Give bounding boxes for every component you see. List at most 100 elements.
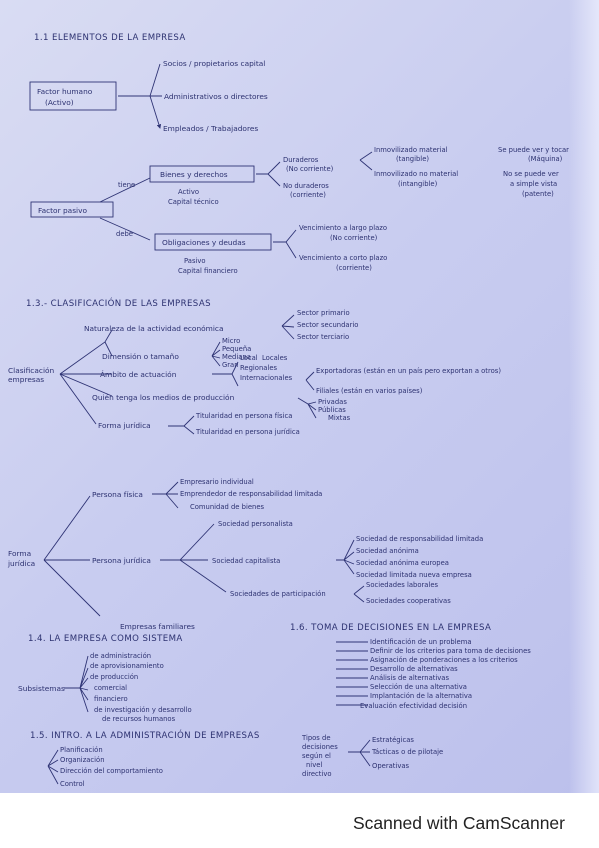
tit-fisica: Titularidad en persona física (195, 412, 292, 420)
step-1: Identificación de un problema (370, 638, 472, 646)
handwritten-notes: 1.1 ELEMENTOS DE LA EMPRESA Factor human… (7, 33, 569, 788)
tipos-1: Tipos de (301, 734, 331, 742)
venc-corto: Vencimiento a corto plazo (299, 254, 387, 262)
forma-juridica-1: Forma jurídica (98, 421, 151, 430)
factor-pasivo: Factor pasivo (38, 206, 87, 215)
step-8: Evaluación efectividad decisión (360, 702, 467, 710)
size-pequena: Pequeña (222, 345, 251, 353)
cap-item-1: Sociedad de responsabilidad limitada (356, 535, 483, 543)
tipo-estrategicas: Estratégicas (372, 736, 414, 744)
sub-2: de aprovisionamiento (90, 662, 164, 670)
adm-3: Dirección del comportamiento (60, 767, 163, 775)
inmov-material-ej: (Máquina) (528, 155, 563, 163)
sector-3: Sector terciario (297, 333, 349, 341)
duraderos: Duraderos (283, 156, 319, 164)
venc-largo: Vencimiento a largo plazo (299, 224, 387, 232)
med-publicas: Públicas (318, 406, 346, 414)
capital-tecnico: Capital técnico (168, 198, 219, 206)
step-6: Selección de una alternativa (370, 683, 467, 691)
factor-humano: Factor humano (37, 87, 93, 96)
amb-internacionales: Internacionales (240, 374, 293, 382)
exportadoras: Exportadoras (están en un país pero expo… (316, 367, 501, 375)
part-item-1: Sociedades laborales (366, 581, 439, 589)
inmov-no-material-desc-2: a simple vista (510, 180, 557, 188)
pasivo: Pasivo (184, 257, 206, 265)
cap-item-2: Sociedad anónima (356, 547, 419, 555)
empresas-familiares: Empresas familiares (120, 622, 195, 631)
title-1-4: 1.4. LA EMPRESA COMO SISTEMA (28, 634, 183, 644)
sub-4: comercial (94, 684, 127, 692)
step-5: Análisis de alternativas (370, 674, 449, 682)
inmov-material-desc: Se puede ver y tocar (498, 146, 569, 154)
fh-item-1: Socios / propietarios capital (163, 59, 265, 68)
fh-item-3: Empleados / Trabajadores (163, 124, 258, 133)
filiales: Filiales (están en varios países) (316, 387, 423, 395)
part-item-2: Sociedades cooperativas (366, 597, 451, 605)
no-duraderos-sub: (corriente) (290, 191, 326, 199)
sub-7: de recursos humanos (102, 715, 176, 723)
amb-locales: Locales (262, 354, 288, 362)
inmov-material: Inmovilizado material (374, 146, 448, 154)
size-gran: Gran (222, 361, 239, 369)
sector-2: Sector secundario (297, 321, 358, 329)
title-1-3: 1.3.- CLASIFICACIÓN DE LAS EMPRESAS (26, 297, 211, 309)
med-mixtas: Mixtas (328, 414, 351, 422)
clasif-root: Clasificación (8, 366, 55, 375)
scanner-footer: Scanned with CamScanner (0, 793, 599, 848)
pf-item-3: Comunidad de bienes (190, 503, 265, 511)
debe-label: debe (116, 230, 133, 238)
tiene-label: tiene (118, 181, 135, 189)
venc-corto-sub: (corriente) (336, 264, 372, 272)
medios-produccion: Quién tenga los medios de producción (92, 393, 235, 402)
sub-1: de administración (90, 652, 151, 660)
tipos-2: decisiones (302, 743, 338, 751)
fj-root: Forma (8, 549, 31, 558)
scanned-page: 1.1 ELEMENTOS DE LA EMPRESA Factor human… (0, 0, 599, 793)
size-micro: Micro (222, 337, 240, 345)
title-1-6: 1.6. TOMA DE DECISIONES EN LA EMPRESA (290, 623, 491, 633)
camscanner-watermark: Scanned with CamScanner (352, 813, 565, 833)
cap-item-4: Sociedad limitada nueva empresa (356, 571, 472, 579)
tit-juridica: Titularidad en persona jurídica (195, 428, 300, 436)
tipos-3: según el (302, 752, 331, 760)
inmov-no-material: Inmovilizado no material (374, 170, 458, 178)
step-2: Definir de los criterios para toma de de… (370, 647, 531, 655)
inmov-no-material-sub: (intangible) (398, 180, 438, 188)
fh-item-2: Administrativos o directores (164, 92, 268, 101)
adm-2: Organización (60, 756, 105, 764)
decision-steps: Identificación de un problema Definir de… (336, 638, 531, 710)
adm-4: Control (60, 780, 85, 788)
naturaleza: Naturaleza de la actividad económica (84, 324, 224, 333)
inmov-no-material-ej: (patente) (522, 190, 554, 198)
persona-fisica: Persona física (92, 490, 143, 499)
pf-item-2: Emprendedor de responsabilidad limitada (180, 490, 322, 498)
step-7: Implantación de la alternativa (370, 692, 472, 700)
inmov-no-material-desc-1: No se puede ver (503, 170, 559, 178)
clasif-root-2: empresas (8, 375, 44, 384)
tipo-operativas: Operativas (372, 762, 410, 770)
subsistemas: Subsistemas (18, 684, 65, 693)
sub-5: financiero (94, 695, 128, 703)
adm-1: Planificación (60, 746, 103, 754)
bienes-derechos: Bienes y derechos (160, 170, 228, 179)
pf-item-1: Empresario individual (180, 478, 254, 486)
tipos-4: nivel (306, 761, 322, 769)
no-duraderos: No duraderos (283, 182, 329, 190)
amb-regionales: Regionales (240, 364, 278, 372)
duraderos-sub: (No corriente) (286, 165, 334, 173)
sector-1: Sector primario (297, 309, 350, 317)
title-1-5: 1.5. INTRO. A LA ADMINISTRACIÓN DE EMPRE… (30, 729, 260, 741)
step-4: Desarrollo de alternativas (370, 665, 458, 673)
step-3: Asignación de ponderaciones a los criter… (370, 656, 518, 664)
activo: Activo (178, 188, 199, 196)
soc-capitalista: Sociedad capitalista (212, 557, 280, 565)
inmov-material-sub: (tangible) (396, 155, 429, 163)
ambito: Ámbito de actuación (100, 370, 177, 379)
factor-humano-sub: (Activo) (45, 98, 74, 107)
soc-personalista: Sociedad personalista (218, 520, 293, 528)
sub-3: de producción (90, 673, 138, 681)
obligaciones-deudas: Obligaciones y deudas (162, 238, 246, 247)
tipo-tacticas: Tácticas o de pilotaje (371, 748, 443, 756)
size-mediana: Mediana (222, 353, 251, 361)
soc-participacion: Sociedades de participación (230, 590, 326, 598)
